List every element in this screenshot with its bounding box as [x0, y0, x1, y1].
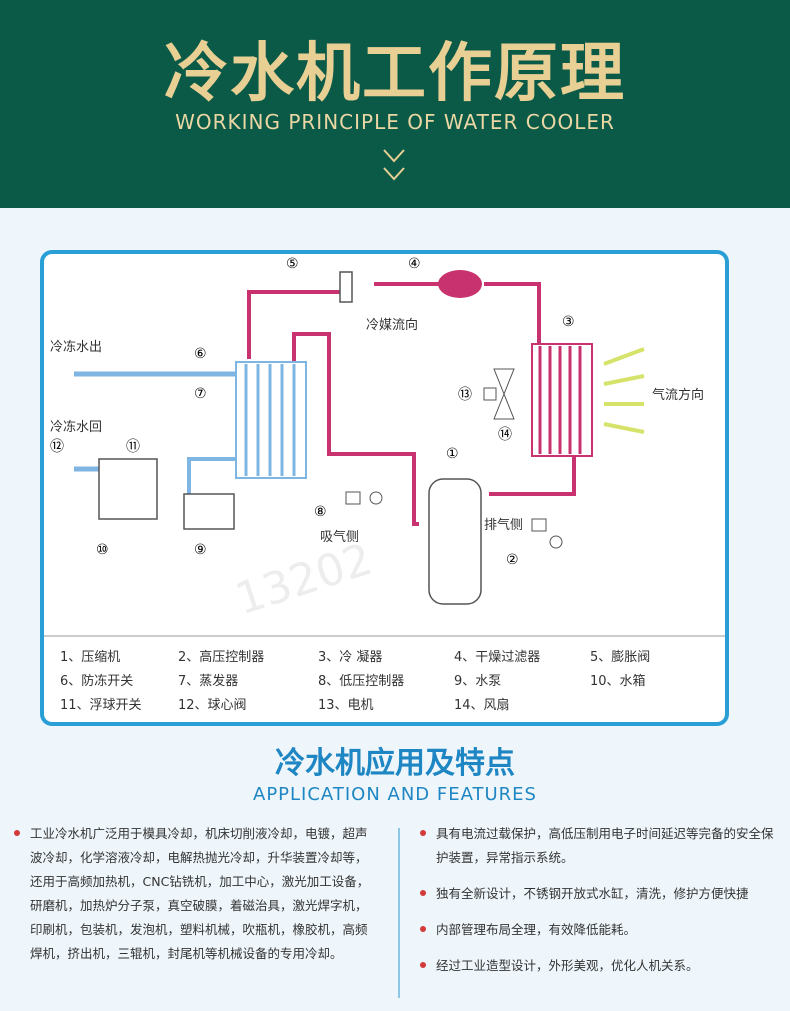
- page-title: 冷水机工作原理: [164, 37, 626, 111]
- water-pump-icon: [183, 493, 235, 530]
- features-column: 具有电流过载保护，高低压制用电子时间延迟等完备的安全保护装置，异常指示系统。 独…: [420, 822, 780, 990]
- legend-item: 11、浮球开关: [60, 698, 142, 713]
- feature-text: 独有全新设计，不锈钢开放式水缸，清洗，修护方便快捷: [436, 886, 749, 901]
- label-suction-side: 吸气侧: [320, 530, 360, 545]
- airflow-arrows: [603, 347, 645, 434]
- legend-item: 6、防冻开关: [60, 674, 134, 689]
- num-9: ⑨: [194, 542, 207, 558]
- legend-item: 1、压缩机: [60, 650, 121, 665]
- feature-text: 具有电流过载保护，高低压制用电子时间延迟等完备的安全保护装置，异常指示系统。: [436, 826, 774, 865]
- filter-drier-icon: [438, 270, 482, 298]
- chevron-down-icon: [383, 167, 405, 181]
- num-7: ⑦: [194, 386, 207, 402]
- feature-text: 内部管理布局全理，有效降低能耗。: [436, 922, 637, 937]
- high-pressure-controller-icon: [531, 518, 547, 532]
- label-refrigerant-flow: 冷媒流向: [366, 318, 419, 333]
- page-subtitle: WORKING PRINCIPLE OF WATER COOLER: [175, 110, 615, 134]
- num-2: ②: [506, 552, 519, 568]
- label-airflow: 气流方向: [652, 388, 705, 403]
- low-pressure-controller-icon: [345, 491, 361, 505]
- bullet-icon: [420, 890, 426, 896]
- num-13: ⑬: [458, 387, 472, 403]
- num-4: ④: [408, 256, 421, 272]
- fan-icon: [483, 368, 515, 420]
- compressor-icon: [428, 478, 482, 605]
- section-subtitle: APPLICATION AND FEATURES: [253, 784, 537, 805]
- bullet-icon: [420, 962, 426, 968]
- bullet-icon: [420, 926, 426, 932]
- num-12: ⑫: [50, 439, 64, 455]
- chevron-down-icon: [383, 149, 405, 163]
- feature-item: 独有全新设计，不锈钢开放式水缸，清洗，修护方便快捷: [420, 882, 780, 906]
- header-banner: 冷水机工作原理 WORKING PRINCIPLE OF WATER COOLE…: [0, 0, 790, 208]
- legend-item: 2、高压控制器: [178, 650, 265, 665]
- feature-text: 经过工业造型设计，外形美观，优化人机关系。: [436, 958, 699, 973]
- num-14: ⑭: [498, 427, 512, 443]
- num-8: ⑧: [314, 504, 327, 520]
- legend-item: 7、蒸发器: [178, 674, 239, 689]
- legend-item: 4、干燥过滤器: [454, 650, 541, 665]
- water-tank-icon: [98, 458, 158, 520]
- label-chilled-out: 冷冻水出: [50, 340, 103, 355]
- label-chilled-return: 冷冻水回: [50, 420, 103, 435]
- num-1: ①: [446, 446, 459, 462]
- legend-item: 14、风扇: [454, 698, 510, 713]
- refrigeration-diagram: [44, 270, 725, 637]
- evaporator-icon: [235, 361, 307, 479]
- legend-item: 8、低压控制器: [318, 674, 405, 689]
- condenser-icon: [531, 343, 593, 457]
- feature-item: 经过工业造型设计，外形美观，优化人机关系。: [420, 954, 780, 978]
- section-title: 冷水机应用及特点: [275, 746, 515, 781]
- num-11: ⑪: [126, 439, 140, 455]
- feature-item: 内部管理布局全理，有效降低能耗。: [420, 918, 780, 942]
- legend-item: 13、电机: [318, 698, 374, 713]
- bullet-icon: [14, 830, 20, 836]
- num-10: ⑩: [96, 542, 109, 558]
- legend-item: 3、冷 凝器: [318, 650, 383, 665]
- applications-text: 工业冷水机广泛用于模具冷却，机床切削液冷却，电镀，超声波冷却，化学溶液冷却，电解…: [30, 826, 370, 961]
- num-5: ⑤: [286, 256, 299, 272]
- diagram-panel: 冷冻水出 冷冻水回 冷媒流向 气流方向 吸气侧 排气侧 ① ② ③ ④ ⑤ ⑥ …: [40, 250, 729, 726]
- column-divider: [398, 828, 400, 998]
- legend-item: 12、球心阀: [178, 698, 247, 713]
- num-3: ③: [562, 314, 575, 330]
- legend-item: 9、水泵: [454, 674, 502, 689]
- num-6: ⑥: [194, 346, 207, 362]
- label-discharge-side: 排气侧: [484, 518, 524, 533]
- bullet-icon: [420, 830, 426, 836]
- feature-item: 具有电流过载保护，高低压制用电子时间延迟等完备的安全保护装置，异常指示系统。: [420, 822, 780, 870]
- legend-item: 5、膨胀阀: [590, 650, 651, 665]
- legend-item: 10、水箱: [590, 674, 646, 689]
- applications-column: 工业冷水机广泛用于模具冷却，机床切削液冷却，电镀，超声波冷却，化学溶液冷却，电解…: [14, 822, 376, 966]
